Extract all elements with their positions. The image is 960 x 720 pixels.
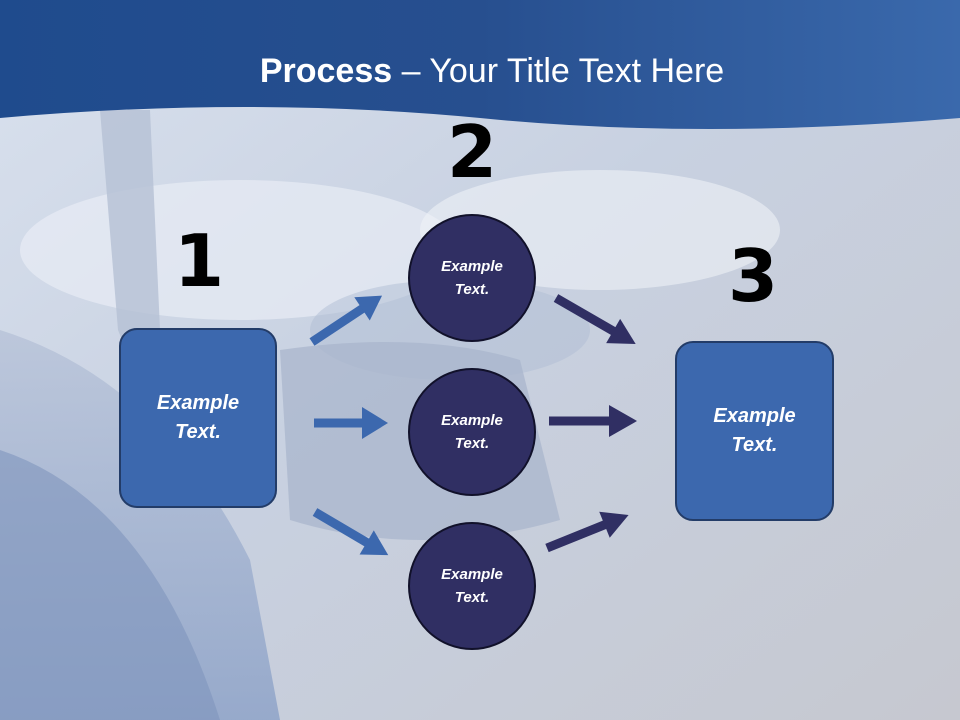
- arrow-top-to-3: [553, 294, 636, 344]
- step-2-circle-bottom: Example Text.: [408, 522, 536, 650]
- arrow-1-to-bottom: [312, 508, 389, 556]
- arrow-1-to-middle: [314, 407, 388, 439]
- step-2-label-top: Example Text.: [441, 258, 503, 298]
- step-number-2: 2: [446, 110, 498, 194]
- arrow-middle-to-3: [549, 405, 637, 437]
- arrow-bottom-to-3: [545, 511, 629, 553]
- title-rest: – Your Title Text Here: [392, 52, 725, 90]
- step-2-circle-middle: Example Text.: [408, 368, 536, 496]
- step-2-label-bottom: Example Text.: [441, 566, 503, 606]
- step-number-3: 3: [727, 234, 779, 318]
- step-3-box: Example Text.: [675, 341, 834, 521]
- step-2-circle-top: Example Text.: [408, 214, 536, 342]
- step-3-label: Example Text.: [713, 405, 796, 456]
- step-1-box: Example Text.: [119, 328, 277, 508]
- arrow-1-to-top: [309, 295, 383, 346]
- step-2-label-middle: Example Text.: [441, 412, 503, 452]
- title-bold: Process: [259, 52, 393, 90]
- step-1-label: Example Text.: [156, 392, 240, 443]
- step-number-1: 1: [173, 219, 225, 303]
- slide-title: Process – Your Title Text Here: [0, 52, 960, 91]
